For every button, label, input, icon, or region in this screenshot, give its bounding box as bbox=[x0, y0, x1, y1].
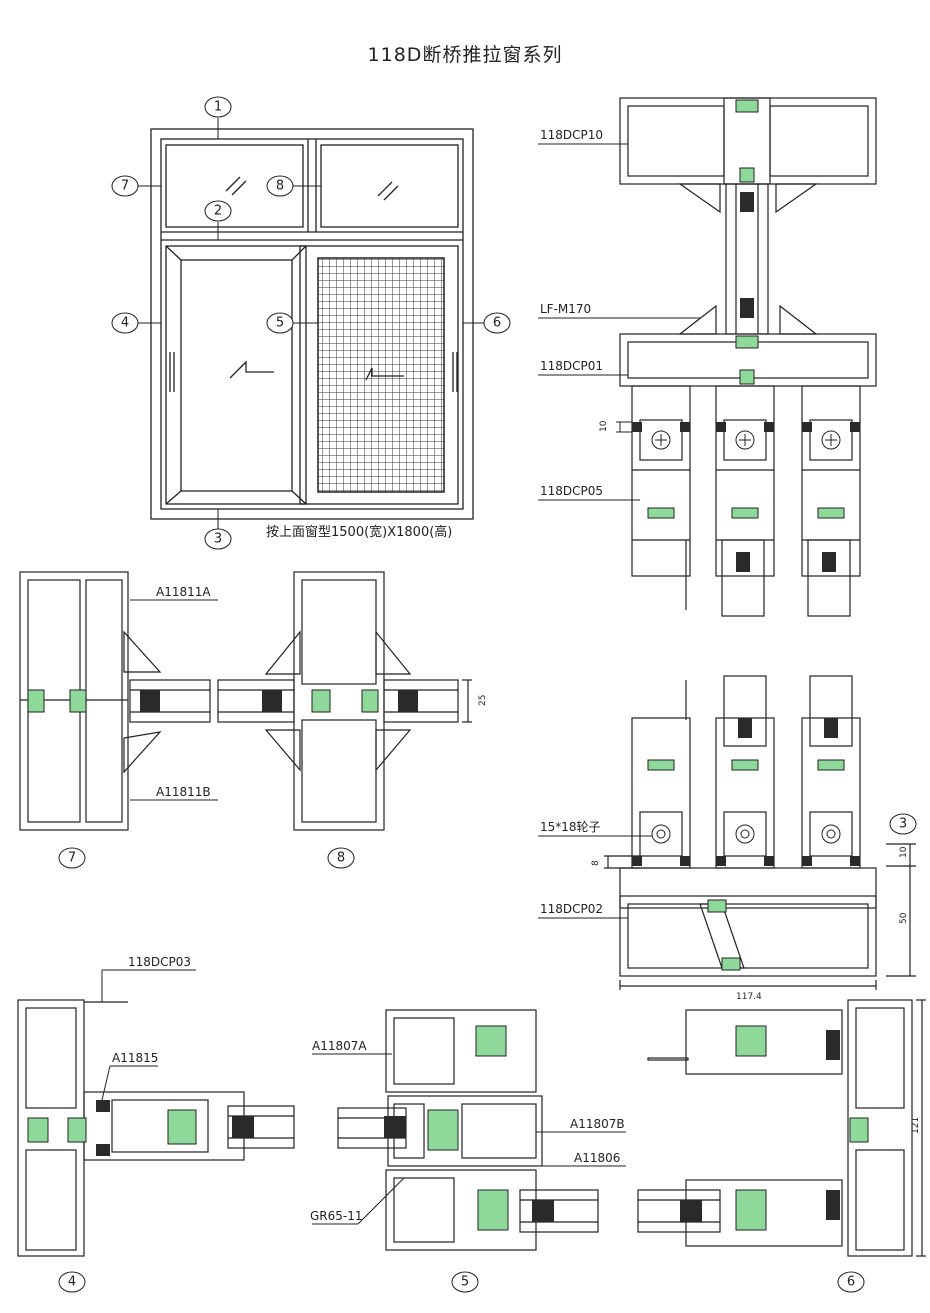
label-A11807B: A11807B bbox=[570, 1117, 625, 1131]
roller-screws-top bbox=[651, 430, 841, 450]
callout-leaders bbox=[137, 118, 484, 529]
elevation-caption: 按上面窗型1500(宽)X1800(高) bbox=[266, 524, 452, 540]
label-LF-M170: LF-M170 bbox=[540, 302, 591, 316]
label-GR65-11: GR65-11 bbox=[310, 1209, 363, 1223]
svg-text:8: 8 bbox=[276, 179, 284, 194]
glass-seals-sill bbox=[632, 718, 860, 866]
label-118DCP01: 118DCP01 bbox=[540, 359, 603, 373]
insect-screen-mesh bbox=[318, 258, 444, 492]
svg-text:6: 6 bbox=[493, 316, 501, 331]
svg-text:3: 3 bbox=[214, 532, 222, 547]
label-A11806: A11806 bbox=[574, 1151, 620, 1165]
section-label-6: 6 bbox=[837, 1271, 865, 1293]
thermal-breaks-mid bbox=[27, 689, 379, 713]
part-leaders-sill bbox=[538, 835, 652, 919]
callout-1: 1 bbox=[204, 96, 232, 118]
svg-text:7: 7 bbox=[121, 179, 129, 194]
dim-121: 121 bbox=[911, 1117, 921, 1134]
svg-text:4: 4 bbox=[121, 316, 129, 331]
label-118DCP05: 118DCP05 bbox=[540, 484, 603, 498]
thermal-breaks-top bbox=[647, 99, 845, 519]
part-leaders-mid bbox=[130, 599, 218, 801]
svg-text:7: 7 bbox=[68, 851, 76, 866]
section-label-8: 8 bbox=[327, 847, 355, 869]
svg-text:5: 5 bbox=[461, 1275, 469, 1290]
label-A11811B: A11811B bbox=[156, 785, 211, 799]
dim-25: 25 bbox=[478, 695, 488, 706]
label-118DCP10: 118DCP10 bbox=[540, 128, 603, 142]
svg-text:5: 5 bbox=[276, 316, 284, 331]
part-leaders-top bbox=[538, 143, 700, 501]
callout-7: 7 bbox=[111, 175, 139, 197]
glass-seals-top bbox=[632, 192, 860, 572]
section-label-5: 5 bbox=[451, 1271, 479, 1293]
label-A11815: A11815 bbox=[112, 1051, 158, 1065]
dim-50: 50 bbox=[899, 912, 909, 924]
svg-text:6: 6 bbox=[847, 1275, 855, 1290]
section-label-4: 4 bbox=[58, 1271, 86, 1293]
dim-117-4: 117.4 bbox=[736, 992, 762, 1002]
dim-10-top: 10 bbox=[599, 420, 609, 432]
section-sill bbox=[604, 675, 916, 990]
svg-text:4: 4 bbox=[68, 1275, 76, 1290]
glass-seals-mid bbox=[140, 690, 418, 712]
svg-text:3: 3 bbox=[899, 817, 907, 832]
label-A11807A: A11807A bbox=[312, 1039, 367, 1053]
section-6 bbox=[637, 999, 926, 1257]
svg-text:1: 1 bbox=[214, 100, 222, 115]
thermal-breaks-sill bbox=[647, 759, 845, 971]
callout-4: 4 bbox=[111, 312, 139, 334]
svg-text:8: 8 bbox=[337, 851, 345, 866]
section-label-3: 3 bbox=[889, 813, 917, 835]
section-8 bbox=[217, 571, 472, 831]
section-5 bbox=[337, 1009, 599, 1251]
section-4 bbox=[17, 999, 295, 1257]
part-leaders-bottom bbox=[101, 969, 626, 1225]
callout-8: 8 bbox=[266, 175, 294, 197]
callout-6: 6 bbox=[483, 312, 511, 334]
section-label-7: 7 bbox=[58, 847, 86, 869]
label-118DCP03: 118DCP03 bbox=[128, 955, 191, 969]
callout-5: 5 bbox=[266, 312, 294, 334]
svg-text:2: 2 bbox=[214, 204, 222, 219]
wheels-sill bbox=[651, 824, 841, 844]
thermal-breaks-bottom bbox=[27, 1025, 869, 1231]
glass-seals-bottom bbox=[96, 1030, 840, 1222]
callout-3: 3 bbox=[204, 528, 232, 550]
label-118DCP02: 118DCP02 bbox=[540, 902, 603, 916]
callout-2: 2 bbox=[204, 200, 232, 222]
label-A11811A: A11811A bbox=[156, 585, 211, 599]
label-wheel: 15*18轮子 bbox=[540, 820, 601, 834]
dim-8: 8 bbox=[591, 860, 601, 866]
dim-10-sill: 10 bbox=[899, 846, 909, 858]
drawing-title: 118D断桥推拉窗系列 bbox=[367, 44, 563, 66]
